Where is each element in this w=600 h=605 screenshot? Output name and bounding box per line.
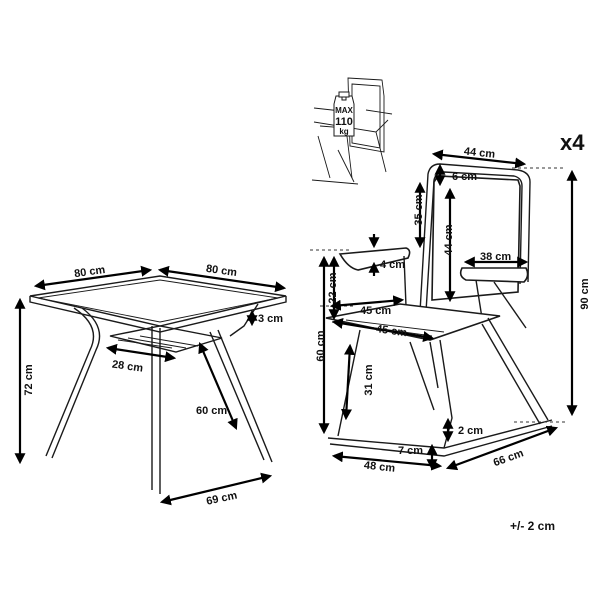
chair-total-height-label: 90 cm (579, 278, 591, 309)
table-shelf-label: 28 cm (111, 359, 144, 375)
chair-back-height-label: 44 cm (443, 224, 455, 255)
tolerance-note: +/- 2 cm (510, 519, 555, 533)
chair-armrest-length-label: 38 cm (480, 251, 511, 263)
table-top-thickness-label: 3 cm (258, 313, 283, 325)
chair-armrest-thickness-label: 4 cm (380, 259, 405, 271)
chair-base-width-label: 48 cm (363, 460, 395, 475)
chair-foot-label: 7 cm (398, 445, 423, 457)
table-width-left-label: 80 cm (73, 264, 106, 280)
max-value: 110 (335, 116, 353, 128)
table-drawing: 80 cm 80 cm 72 cm 3 cm 28 cm 60 cm 69 cm (14, 263, 287, 508)
table-width-right-label: 80 cm (205, 263, 238, 279)
chair-seat-height-label: 60 cm (315, 330, 327, 361)
max-load-badge: MAX 110 kg (333, 91, 355, 137)
max-unit: kg (339, 127, 348, 136)
table-base-label: 69 cm (205, 489, 238, 507)
chair-armrest-seat-label: 22 cm (327, 272, 339, 303)
chair-seat-width-label: 45 cm (360, 305, 391, 317)
chair-seat-depth-label: 45 cm (375, 323, 408, 339)
chair-drawing: 44 cm 6 cm 35 cm 44 cm 4 cm 38 cm 22 cm … (310, 146, 591, 475)
max-label: MAX (335, 106, 353, 115)
chair-back-width-label: 44 cm (463, 146, 495, 161)
chair-base-gap-label: 2 cm (458, 425, 483, 437)
max-load-chair-illustration: MAX 110 kg (311, 77, 393, 185)
chair-back-upper-label: 35 cm (413, 194, 425, 225)
chair-leg-height-label: 31 cm (363, 364, 375, 395)
quantity-label: x4 (560, 130, 585, 155)
table-height-label: 72 cm (23, 364, 35, 395)
table-leg-label: 60 cm (196, 405, 227, 417)
chair-back-top-label: 6 cm (452, 171, 477, 183)
